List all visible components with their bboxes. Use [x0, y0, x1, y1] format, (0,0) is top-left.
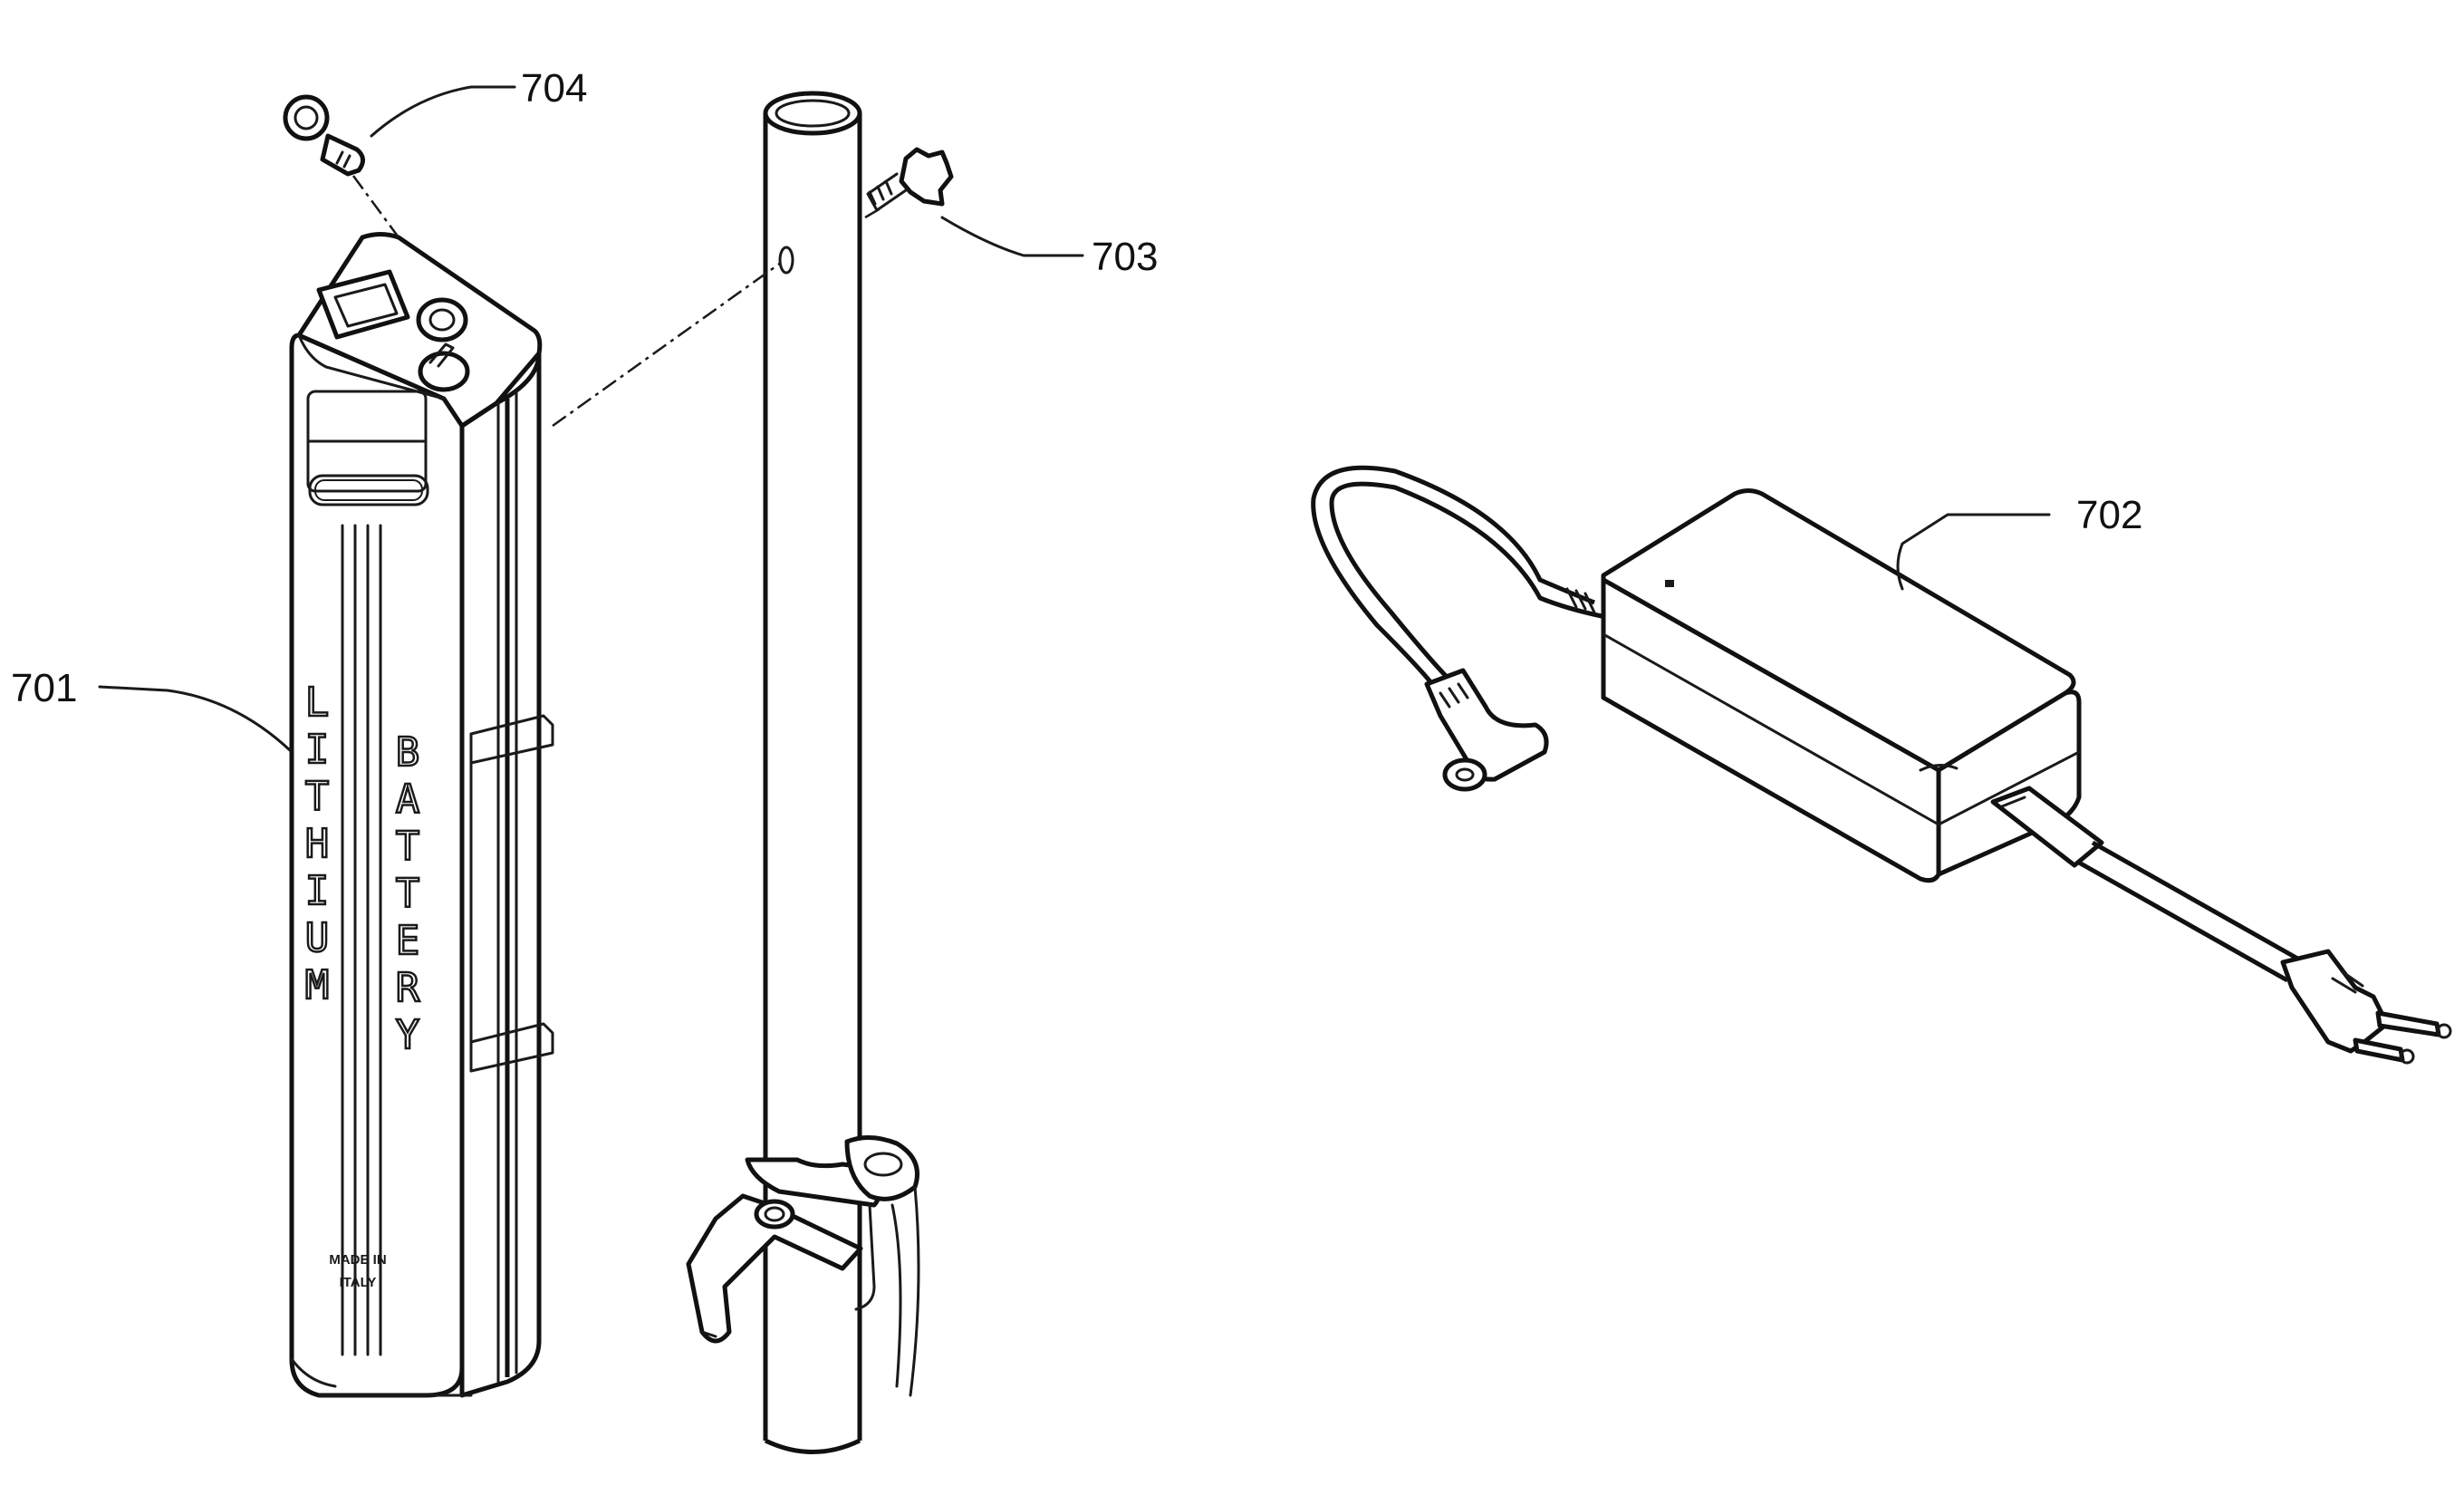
reference-label-702: 702 — [1896, 493, 2142, 591]
italy-label: ITALY — [340, 1275, 377, 1290]
fixing-screw — [866, 147, 954, 212]
made-in-italy-mark: MADE IN ITALY — [329, 1252, 386, 1290]
label-702: 702 — [2076, 493, 2142, 537]
reference-label-703: 703 — [940, 216, 1158, 279]
label-704: 704 — [521, 66, 587, 111]
seat-post-tube — [552, 91, 920, 1454]
label-703: 703 — [1092, 235, 1158, 279]
made-in-label: MADE IN — [329, 1252, 386, 1268]
charger-unit — [1311, 465, 2452, 1065]
connector-plug — [283, 94, 400, 238]
reference-label-704: 704 — [370, 66, 587, 138]
reference-label-701: 701 — [11, 666, 292, 752]
label-701: 701 — [11, 666, 77, 710]
